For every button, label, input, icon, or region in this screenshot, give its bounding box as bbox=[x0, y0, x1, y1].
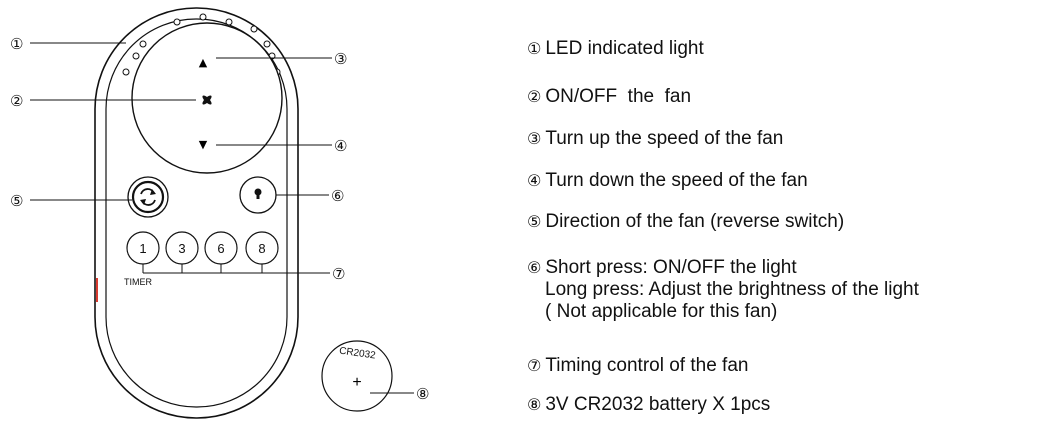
timer-button-label: 1 bbox=[139, 241, 146, 256]
legend-text: Short press: ON/OFF the light bbox=[545, 257, 797, 278]
timer-button-label: 8 bbox=[258, 241, 265, 256]
fan-icon[interactable] bbox=[201, 94, 213, 106]
speed-down-button[interactable]: ▼ bbox=[199, 138, 208, 151]
legend-marker: ① bbox=[527, 39, 542, 58]
speed-up-button[interactable]: ▲ bbox=[199, 56, 208, 69]
callout-8: ⑧ bbox=[416, 385, 429, 403]
timer-button-label: 6 bbox=[217, 241, 224, 256]
timer-button-label: 3 bbox=[178, 241, 185, 256]
legend-marker: ② bbox=[527, 87, 542, 106]
legend-text: LED indicated light bbox=[545, 38, 704, 59]
led-dot bbox=[199, 13, 207, 21]
callout-7: ⑦ bbox=[332, 265, 345, 283]
led-dot bbox=[263, 40, 271, 48]
timer-buttons[interactable] bbox=[126, 231, 279, 265]
legend-text: Turn down the speed of the fan bbox=[545, 170, 808, 191]
led-dot bbox=[173, 18, 181, 26]
light-button[interactable] bbox=[239, 176, 277, 214]
legend-text: Long press: Adjust the brightness of the… bbox=[545, 279, 919, 300]
callout-3: ③ bbox=[334, 50, 347, 68]
legend-text: ( Not applicable for this fan) bbox=[545, 301, 778, 322]
legend-text: 3V CR2032 battery X 1pcs bbox=[545, 394, 771, 415]
legend-text: Direction of the fan (reverse switch) bbox=[545, 211, 845, 232]
led-dot bbox=[132, 52, 140, 60]
led-dot bbox=[250, 25, 258, 33]
battery-model-label: CR2032 bbox=[338, 346, 376, 362]
remote-body-inner bbox=[105, 18, 288, 408]
reverse-arrow-head bbox=[140, 199, 146, 205]
legend-marker: ⑦ bbox=[527, 356, 542, 375]
callout-6: ⑥ bbox=[331, 187, 344, 205]
bulb-icon bbox=[254, 188, 262, 199]
led-dot bbox=[122, 68, 130, 76]
legend-marker: ③ bbox=[527, 129, 542, 148]
reverse-arrow-head bbox=[150, 189, 156, 195]
legend-marker: ⑥ bbox=[527, 258, 542, 277]
legend-text: Timing control of the fan bbox=[545, 355, 749, 376]
legend-marker: ⑤ bbox=[527, 212, 542, 231]
legend-text: ON/OFF the fan bbox=[545, 86, 692, 107]
callout-2: ② bbox=[10, 92, 23, 110]
callout-4: ④ bbox=[334, 137, 347, 155]
callout-1: ① bbox=[10, 35, 23, 53]
callout-5: ⑤ bbox=[10, 192, 23, 210]
legend-text: Turn up the speed of the fan bbox=[545, 128, 784, 149]
legend-marker: ④ bbox=[527, 171, 542, 190]
reverse-button[interactable] bbox=[127, 176, 169, 218]
timer-bracket bbox=[142, 264, 330, 274]
leader-lines bbox=[30, 42, 414, 394]
remote-body-outer bbox=[94, 7, 299, 419]
battery-plus: + bbox=[352, 374, 361, 391]
legend-marker: ⑧ bbox=[527, 395, 542, 414]
led-dot bbox=[139, 40, 147, 48]
led-dot bbox=[225, 18, 233, 26]
timer-label: TIMER bbox=[124, 277, 152, 287]
remote-diagram: ▲ ▼ 1 3 6 8 TIMER bbox=[10, 7, 429, 419]
